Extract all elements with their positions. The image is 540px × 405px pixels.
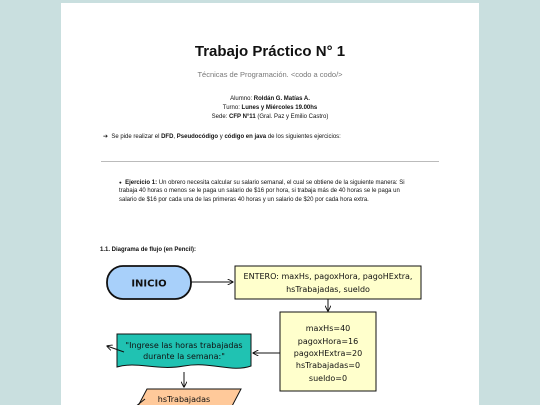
section-title: 1.1. Diagrama de flujo (en Pencil):: [100, 247, 197, 253]
exercise-title: Ejercicio 1:: [125, 180, 158, 186]
section-divider: [101, 161, 439, 162]
input-parallelogram: [138, 388, 242, 405]
exercise-1: ● Ejercicio 1: Un obrero necesita calcul…: [119, 179, 419, 204]
init-line-2: pagoxHora=16: [298, 337, 358, 346]
init-line-5: sueldo=0: [309, 374, 347, 383]
start-label: INICIO: [131, 279, 166, 290]
student-line: Alumno: Roldán G. Matías A.: [61, 96, 479, 102]
init-box: [279, 311, 377, 392]
shift-line: Turno: Lunes y Miércoles 19.00hs: [61, 105, 479, 111]
intro-and: y: [219, 134, 223, 140]
exercise-text: Un obrero necesita calcular su salario s…: [119, 180, 405, 203]
site-label: Sede:: [211, 114, 228, 120]
output-display-arrow: [107, 346, 125, 353]
intro-dfd: DFD: [161, 134, 174, 140]
intro-line: ➔ Se pide realizar el DFD, Pseudocódigo …: [103, 133, 341, 140]
output-line-1: "Ingrese las horas trabajadas: [125, 341, 242, 350]
shift-value: Lunes y Miércoles 19.00hs: [241, 105, 318, 111]
output-document-shape: [116, 333, 252, 369]
intro-java-code: código en java: [224, 134, 267, 140]
init-line-1: maxHs=40: [306, 324, 351, 333]
intro-comma: ,: [173, 134, 176, 140]
declare-line-1: ENTERO: maxHs, pagoxHora, pagoHExtra,: [244, 272, 413, 281]
bullet-icon: ●: [119, 180, 122, 185]
intro-text-end: de los siguientes ejercicios:: [267, 134, 341, 140]
document-page: Trabajo Práctico N° 1 Técnicas de Progra…: [61, 3, 479, 405]
student-name: Roldán G. Matías A.: [253, 96, 310, 102]
arrow-icon: ➔: [103, 134, 109, 140]
flowchart: INICIO ENTERO: maxHs, pagoxHora, pagoHEx…: [61, 265, 422, 405]
init-line-3: pagoxHExtra=20: [294, 349, 362, 358]
init-line-4: hsTrabajadas=0: [296, 361, 360, 370]
input-label: hsTrabajadas: [158, 395, 210, 404]
site-value: CFP N°11: [229, 114, 256, 120]
document-title: Trabajo Práctico N° 1: [194, 43, 346, 60]
input-side-arrow: [136, 398, 146, 405]
declare-box: [234, 265, 422, 300]
intro-pseudocode: Pseudocódigo: [176, 134, 219, 140]
declare-line-2: hsTrabajadas, sueldo: [286, 285, 370, 294]
document-subtitle: Técnicas de Programación. <codo a codo/>: [197, 70, 343, 79]
site-extra: (Gral. Paz y Emilio Castro): [257, 114, 329, 120]
intro-text: Se pide realizar el: [111, 134, 160, 140]
student-label: Alumno:: [230, 96, 253, 102]
output-line-2: durante la semana:": [143, 352, 225, 361]
shift-label: Turno:: [222, 105, 240, 111]
site-line: Sede: CFP N°11 (Gral. Paz y Emilio Castr…: [61, 114, 479, 120]
